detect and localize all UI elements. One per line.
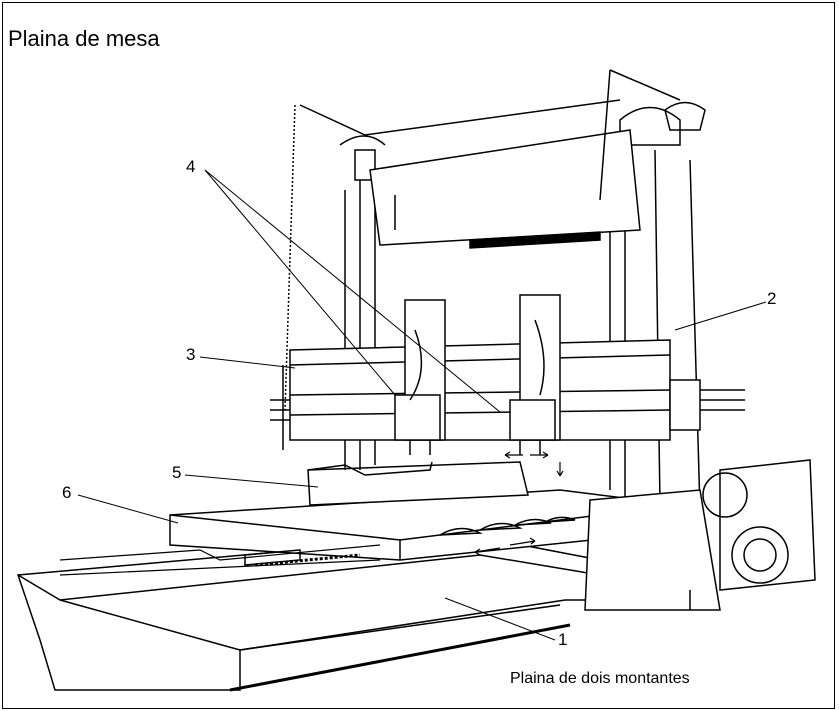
callout-4: 4 bbox=[186, 157, 196, 176]
drive-unit bbox=[584, 459, 816, 611]
workpiece bbox=[307, 461, 529, 506]
top-bridge bbox=[284, 69, 681, 411]
leader-4b bbox=[204, 169, 501, 413]
leader-1 bbox=[444, 597, 556, 641]
leader-2 bbox=[674, 301, 767, 331]
leader-5 bbox=[184, 474, 319, 488]
machine-bed bbox=[16, 534, 601, 692]
cross-rail bbox=[270, 339, 671, 450]
callout-6: 6 bbox=[62, 483, 72, 502]
figure-caption: Plaina de dois montantes bbox=[510, 670, 690, 687]
tool-head-left bbox=[394, 299, 446, 455]
callout-1: 1 bbox=[558, 630, 568, 649]
leader-4a bbox=[204, 169, 396, 396]
leader-3 bbox=[199, 356, 296, 369]
leader-6 bbox=[77, 494, 179, 524]
figure-title: Plaina de mesa bbox=[8, 26, 160, 51]
callout-2: 2 bbox=[767, 289, 777, 308]
callout-3: 3 bbox=[186, 345, 196, 364]
side-head bbox=[669, 379, 745, 431]
tool-head-right bbox=[504, 294, 564, 477]
leader-lines bbox=[77, 169, 767, 641]
callout-5: 5 bbox=[172, 463, 182, 482]
worktable bbox=[59, 489, 641, 576]
